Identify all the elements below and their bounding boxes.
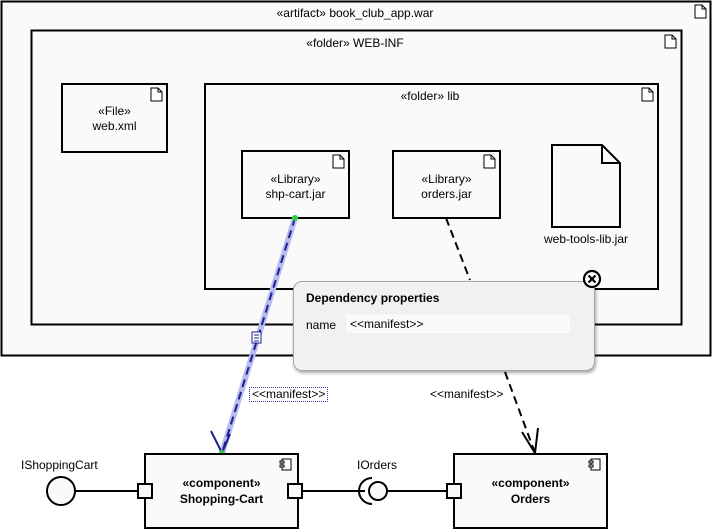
port — [137, 483, 153, 499]
webtools-name: web-tools-lib.jar — [543, 232, 629, 246]
shpcart-stereotype: «Library» — [270, 172, 321, 186]
shopping-cart-stereotype: «component» — [182, 476, 261, 490]
webxml-box[interactable] — [61, 83, 168, 153]
name-input[interactable] — [345, 313, 571, 334]
webxml-name: web.xml — [92, 119, 137, 133]
dependency-properties-popup[interactable]: Dependency properties name — [293, 281, 595, 371]
required-interface[interactable] — [287, 477, 462, 505]
webinf-stereotype: «folder» — [306, 36, 350, 50]
artifact-name: book_club_app.war — [329, 6, 434, 20]
provided-interface-name: IShoppingCart — [21, 458, 98, 472]
shopping-cart-name: Shopping-Cart — [179, 492, 264, 506]
manifest-label[interactable]: <<manifest>> — [430, 387, 504, 401]
artifact-stereotype: «artifact» — [276, 6, 326, 20]
document-icon — [150, 87, 163, 102]
orders-stereotype: «component» — [491, 476, 570, 490]
document-icon — [694, 4, 707, 19]
component-icon — [588, 458, 601, 471]
orders-jar-box[interactable] — [392, 150, 501, 219]
document-icon — [641, 87, 654, 102]
edge-handle[interactable] — [292, 215, 298, 221]
lib-stereotype: «folder» — [400, 89, 444, 103]
webtools-document-icon[interactable] — [551, 144, 621, 228]
popup-title: Dependency properties — [306, 291, 440, 305]
note-marker-icon[interactable] — [251, 331, 262, 344]
shpcart-name: shp-cart.jar — [265, 187, 326, 201]
document-icon — [664, 34, 677, 49]
webinf-name: WEB-INF — [353, 36, 404, 50]
document-icon — [332, 154, 345, 169]
orders-jar-stereotype: «Library» — [421, 172, 472, 186]
component-icon — [279, 458, 292, 471]
webinf-label: «folder» WEB-INF — [275, 36, 435, 51]
close-icon[interactable] — [582, 269, 602, 289]
required-interface-name: IOrders — [357, 458, 398, 472]
lib-label: «folder» lib — [355, 89, 505, 104]
orders-jar-name: orders.jar — [421, 187, 472, 201]
lib-name: lib — [447, 89, 460, 103]
orders-name: Orders — [510, 492, 551, 506]
orders-component-box[interactable] — [453, 453, 608, 529]
webxml-stereotype: «File» — [98, 104, 131, 118]
document-icon — [483, 154, 496, 169]
shopping-cart-component-box[interactable] — [144, 453, 299, 529]
manifest-label-selected[interactable]: <<manifest>> — [249, 387, 329, 402]
artifact-label: «artifact» book_club_app.war — [250, 6, 460, 21]
name-field-label: name — [306, 318, 337, 332]
provided-interface[interactable] — [46, 476, 153, 506]
port — [446, 483, 462, 499]
